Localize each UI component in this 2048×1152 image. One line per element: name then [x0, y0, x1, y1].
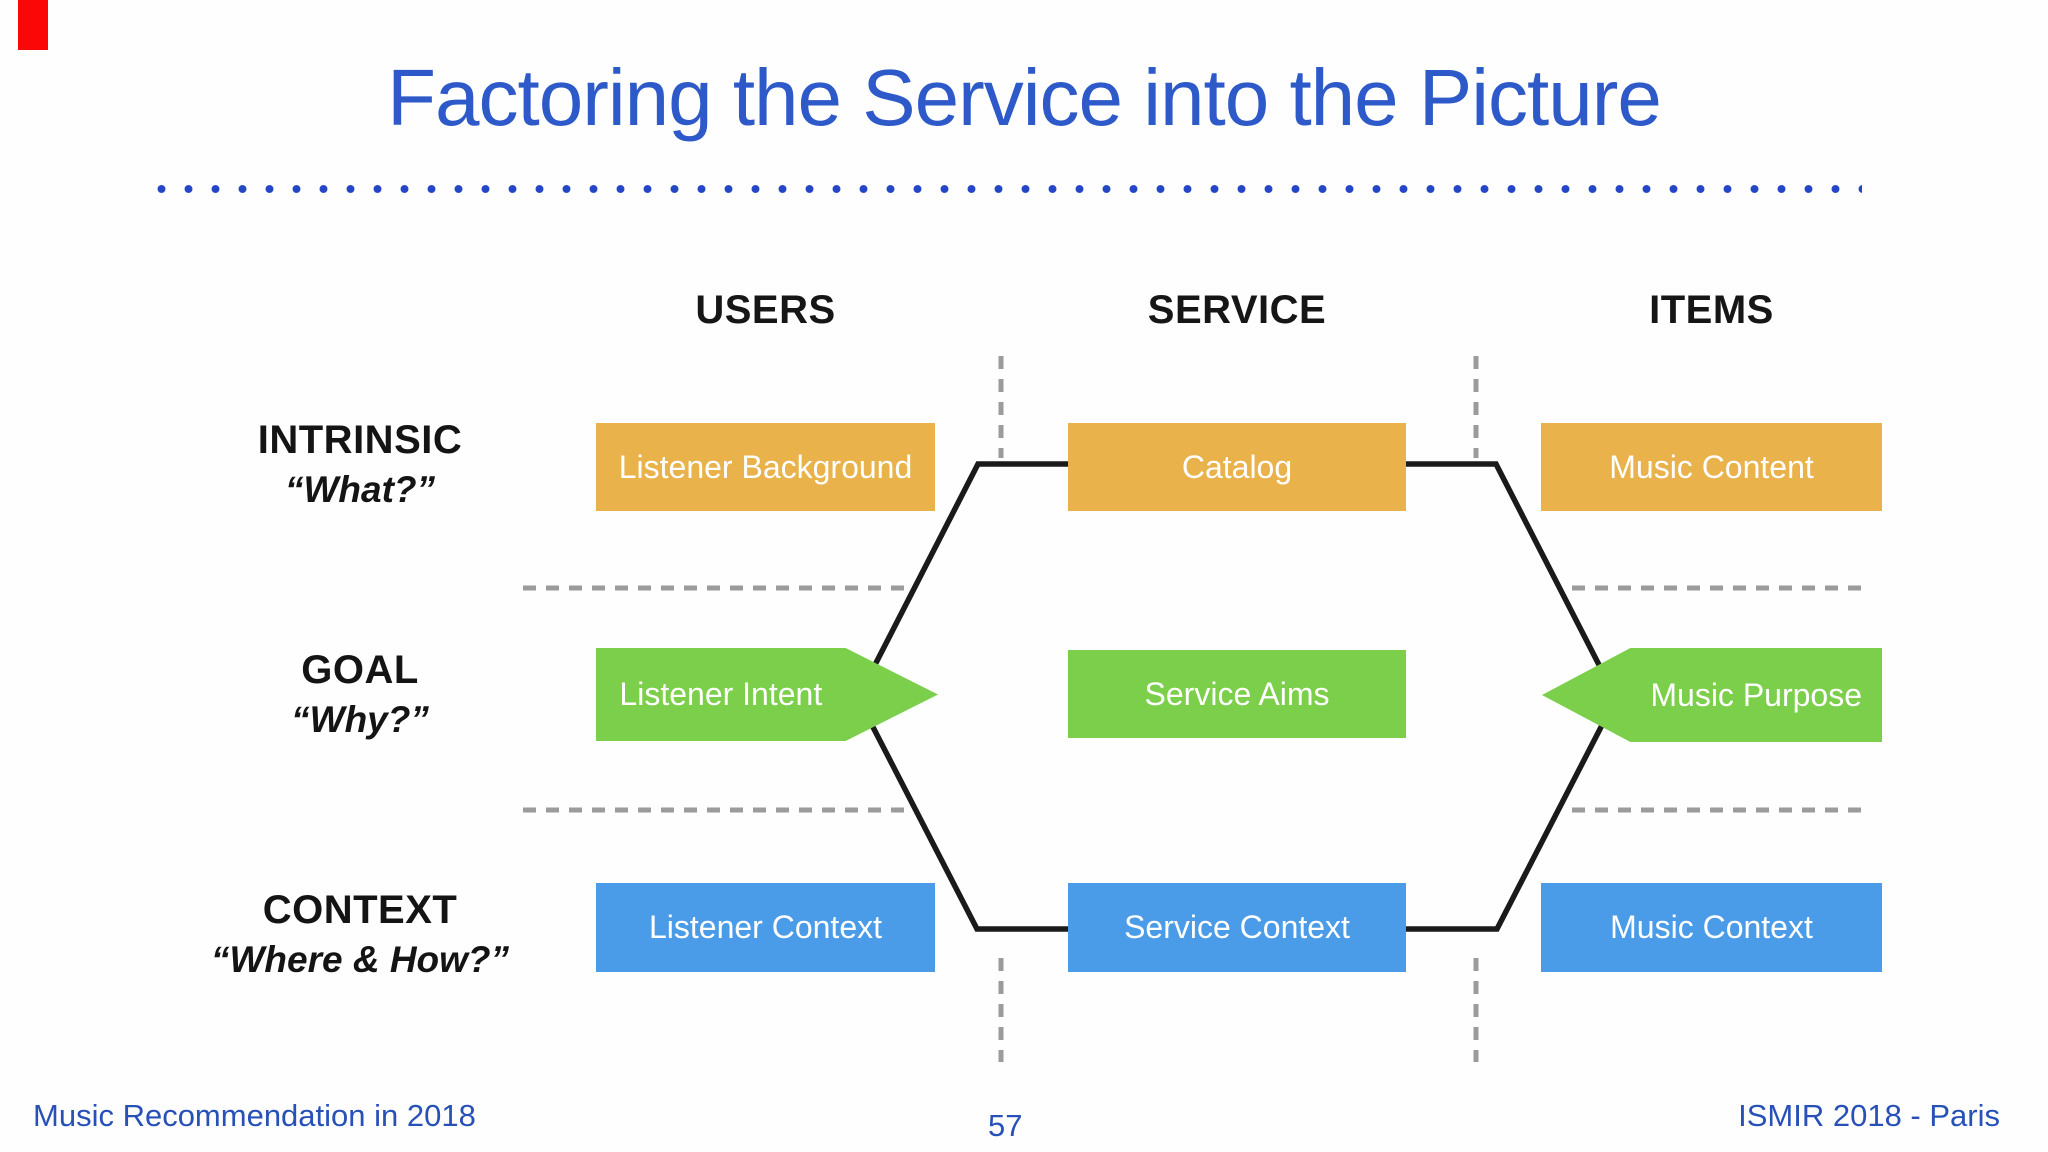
box-music-context: Music Context: [1541, 883, 1882, 972]
row-label-intrinsic: INTRINSIC “What?”: [150, 415, 570, 515]
footer-deck-title: Music Recommendation in 2018: [33, 1098, 476, 1133]
row-label-goal: GOAL “Why?”: [150, 645, 570, 745]
dashed-guides: [523, 356, 1862, 1062]
row-label-goal-question: “Why?”: [291, 699, 429, 740]
box-service-context: Service Context: [1068, 883, 1406, 972]
box-music-content-label: Music Content: [1609, 448, 1814, 485]
box-service-aims: Service Aims: [1068, 650, 1406, 738]
red-marker-bar: [18, 0, 48, 50]
box-music-context-label: Music Context: [1610, 909, 1813, 945]
box-catalog: Catalog: [1068, 423, 1406, 511]
box-listener-context-label: Listener Context: [648, 909, 882, 945]
slide-title: Factoring the Service into the Picture: [387, 53, 1662, 142]
row-label-intrinsic-name: INTRINSIC: [257, 418, 463, 462]
row-label-context-name: CONTEXT: [262, 888, 458, 932]
box-listener-background-label: Listener Background: [618, 448, 913, 485]
box-listener-intent-label: Listener Intent: [619, 676, 823, 712]
box-service-context-label: Service Context: [1124, 909, 1350, 945]
box-listener-context: Listener Context: [596, 883, 935, 972]
box-music-content: Music Content: [1541, 423, 1882, 511]
row-label-context-question: “Where & How?”: [210, 939, 510, 980]
box-catalog-label: Catalog: [1181, 448, 1293, 485]
footer-conference: ISMIR 2018 - Paris: [1738, 1098, 2000, 1133]
box-listener-background: Listener Background: [596, 423, 935, 511]
page-number: 57: [988, 1108, 1023, 1143]
column-header-users: USERS: [695, 288, 836, 332]
box-service-aims-label: Service Aims: [1144, 675, 1330, 712]
dotted-divider: [148, 182, 1862, 196]
row-label-intrinsic-question: “What?”: [284, 469, 436, 510]
column-header-items: ITEMS: [1649, 288, 1774, 332]
row-label-goal-name: GOAL: [301, 648, 419, 692]
row-label-context: CONTEXT “Where & How?”: [150, 885, 570, 985]
column-header-service: SERVICE: [1147, 288, 1327, 332]
box-music-purpose-label: Music Purpose: [1650, 676, 1862, 713]
